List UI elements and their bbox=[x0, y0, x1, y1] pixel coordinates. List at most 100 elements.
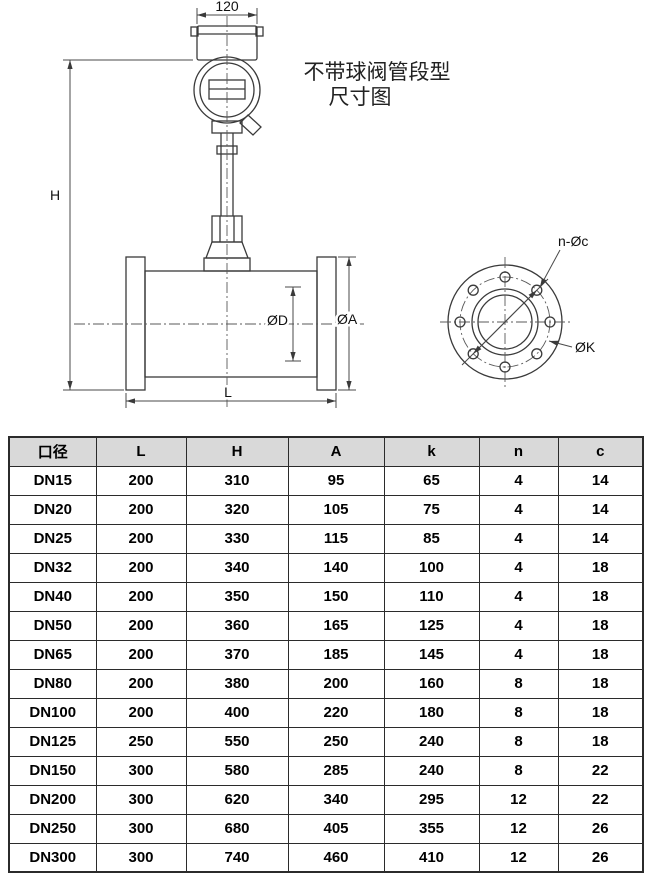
dim-D-label: ØD bbox=[267, 312, 288, 328]
dimension-L: L bbox=[125, 382, 337, 408]
size-cell: DN40 bbox=[8, 581, 97, 612]
size-cell: DN125 bbox=[8, 726, 97, 757]
value-cell: 200 bbox=[287, 668, 385, 699]
size-cell: DN65 bbox=[8, 639, 97, 670]
column-header: H bbox=[185, 436, 289, 467]
value-cell: 8 bbox=[478, 697, 559, 728]
value-cell: 4 bbox=[478, 465, 559, 496]
dim-L-label: L bbox=[224, 384, 232, 400]
bolt-hole bbox=[467, 348, 479, 360]
value-cell: 300 bbox=[95, 813, 187, 844]
bolt-holes-label: n-Øc bbox=[558, 233, 588, 249]
leader-n-oc bbox=[539, 249, 561, 288]
value-cell: 680 bbox=[185, 813, 289, 844]
value-cell: 12 bbox=[478, 842, 559, 873]
drawing-title: 不带球阀管段型 尺寸图 bbox=[304, 61, 451, 109]
value-cell: 355 bbox=[383, 813, 480, 844]
bolt-hole bbox=[467, 284, 479, 296]
value-cell: 300 bbox=[95, 842, 187, 873]
left-flange bbox=[125, 256, 146, 391]
value-cell: 310 bbox=[185, 465, 289, 496]
value-cell: 4 bbox=[478, 552, 559, 583]
value-cell: 300 bbox=[95, 784, 187, 815]
bolt-hole bbox=[531, 348, 543, 360]
value-cell: 22 bbox=[557, 755, 644, 786]
value-cell: 100 bbox=[383, 552, 480, 583]
value-cell: 85 bbox=[383, 523, 480, 554]
size-cell: DN100 bbox=[8, 697, 97, 728]
value-cell: 580 bbox=[185, 755, 289, 786]
bolt-hole bbox=[499, 361, 511, 373]
right-flange bbox=[316, 256, 337, 391]
value-cell: 340 bbox=[185, 552, 289, 583]
value-cell: 18 bbox=[557, 726, 644, 757]
title-line-2: 尺寸图 bbox=[329, 86, 392, 109]
dim-120-label: 120 bbox=[215, 0, 239, 14]
size-cell: DN150 bbox=[8, 755, 97, 786]
cable-gland bbox=[239, 114, 262, 136]
dimension-A: ØA bbox=[335, 256, 360, 391]
value-cell: 370 bbox=[185, 639, 289, 670]
value-cell: 14 bbox=[557, 494, 644, 525]
value-cell: 220 bbox=[287, 697, 385, 728]
column-header: L bbox=[95, 436, 187, 467]
value-cell: 14 bbox=[557, 523, 644, 554]
value-cell: 4 bbox=[478, 494, 559, 525]
value-cell: 18 bbox=[557, 668, 644, 699]
column-header: A bbox=[287, 436, 385, 467]
value-cell: 410 bbox=[383, 842, 480, 873]
column-header: 口径 bbox=[8, 436, 97, 467]
value-cell: 18 bbox=[557, 639, 644, 670]
value-cell: 295 bbox=[383, 784, 480, 815]
value-cell: 380 bbox=[185, 668, 289, 699]
value-cell: 75 bbox=[383, 494, 480, 525]
bolt-hole bbox=[454, 316, 466, 328]
value-cell: 300 bbox=[95, 755, 187, 786]
column-header: k bbox=[383, 436, 480, 467]
value-cell: 145 bbox=[383, 639, 480, 670]
column-header: n bbox=[478, 436, 559, 467]
value-cell: 460 bbox=[287, 842, 385, 873]
value-cell: 320 bbox=[185, 494, 289, 525]
value-cell: 26 bbox=[557, 813, 644, 844]
bolt-circle-label: ØK bbox=[575, 339, 596, 355]
value-cell: 330 bbox=[185, 523, 289, 554]
value-cell: 18 bbox=[557, 581, 644, 612]
value-cell: 400 bbox=[185, 697, 289, 728]
size-cell: DN20 bbox=[8, 494, 97, 525]
size-cell: DN32 bbox=[8, 552, 97, 583]
dimension-120: 120 bbox=[196, 0, 258, 24]
value-cell: 240 bbox=[383, 726, 480, 757]
title-line-1: 不带球阀管段型 bbox=[304, 61, 451, 84]
value-cell: 340 bbox=[287, 784, 385, 815]
value-cell: 95 bbox=[287, 465, 385, 496]
value-cell: 180 bbox=[383, 697, 480, 728]
size-cell: DN200 bbox=[8, 784, 97, 815]
value-cell: 14 bbox=[557, 465, 644, 496]
value-cell: 250 bbox=[95, 726, 187, 757]
value-cell: 285 bbox=[287, 755, 385, 786]
size-cell: DN50 bbox=[8, 610, 97, 641]
value-cell: 115 bbox=[287, 523, 385, 554]
value-cell: 200 bbox=[95, 552, 187, 583]
size-cell: DN300 bbox=[8, 842, 97, 873]
value-cell: 8 bbox=[478, 726, 559, 757]
value-cell: 550 bbox=[185, 726, 289, 757]
value-cell: 200 bbox=[95, 639, 187, 670]
pipe-side-view bbox=[125, 256, 337, 391]
value-cell: 200 bbox=[95, 668, 187, 699]
head-right-tab bbox=[255, 26, 264, 37]
value-cell: 4 bbox=[478, 523, 559, 554]
value-cell: 18 bbox=[557, 552, 644, 583]
value-cell: 105 bbox=[287, 494, 385, 525]
